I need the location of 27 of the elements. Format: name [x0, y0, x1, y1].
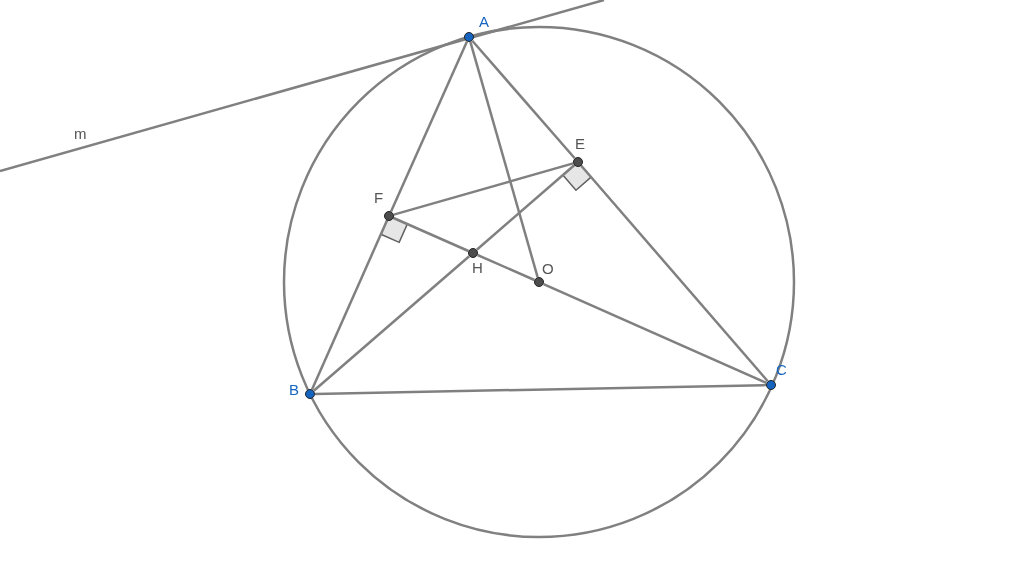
line-segment	[314, 383, 767, 396]
line-segment	[393, 216, 469, 253]
line-segment	[393, 162, 574, 216]
line-label: m	[74, 126, 87, 142]
point-label: O	[542, 261, 554, 277]
point-label: C	[776, 362, 787, 378]
point	[384, 211, 394, 221]
point	[305, 389, 315, 399]
line-segment	[543, 282, 767, 385]
line-segment	[312, 255, 471, 392]
line-segment	[475, 164, 576, 251]
line-segment	[471, 39, 576, 160]
point	[573, 157, 583, 167]
line-segment	[469, 41, 539, 278]
point	[766, 380, 776, 390]
point-label: F	[374, 190, 384, 206]
point-label: B	[289, 382, 299, 398]
point	[464, 32, 474, 42]
point	[468, 248, 478, 258]
line-segment	[310, 220, 389, 390]
line-segment	[389, 41, 469, 212]
point-label: H	[472, 260, 483, 276]
line-segment	[580, 164, 769, 383]
point	[534, 277, 544, 287]
point-label: A	[479, 14, 489, 30]
point-label: E	[575, 136, 585, 152]
line-segment	[477, 253, 535, 282]
